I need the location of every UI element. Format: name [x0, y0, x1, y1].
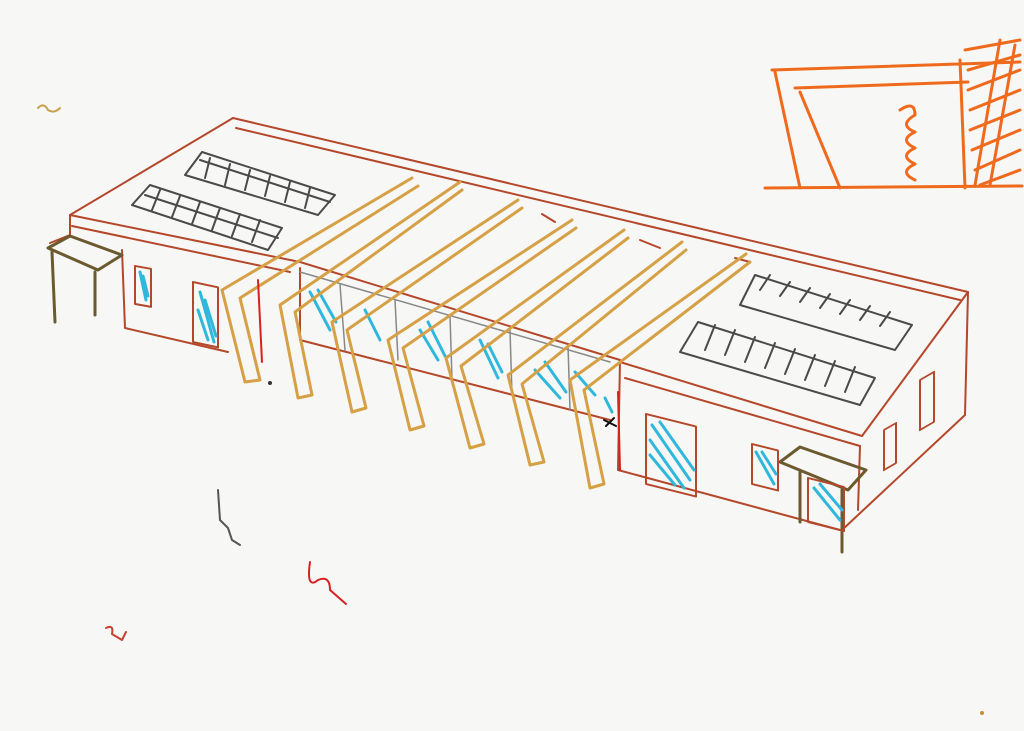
right-block-front-roof: [619, 361, 863, 447]
dot: [268, 381, 272, 385]
red-scribble: [308, 561, 347, 605]
window: [807, 476, 845, 533]
left-block-front-roof: [69, 214, 301, 273]
door: [645, 412, 697, 498]
scribbles: [37, 104, 984, 715]
window: [751, 442, 779, 492]
window: [192, 280, 219, 349]
beam: [386, 218, 578, 432]
side-window: [919, 370, 935, 432]
solar-panel-left-front: [131, 184, 283, 251]
dot: [980, 711, 984, 715]
elevation-outline: [763, 58, 1024, 190]
beam: [220, 176, 420, 384]
door-hatch: [648, 420, 696, 490]
windows: [134, 264, 935, 533]
window: [134, 264, 152, 308]
elevation-hatch: [963, 38, 1022, 187]
red-small-scribble: [105, 625, 127, 641]
solar-panels: [131, 151, 913, 406]
beam: [506, 240, 688, 467]
red-accents: [257, 279, 621, 605]
left-canopy: [46, 234, 124, 324]
grey-scribble: [217, 489, 241, 546]
right-canopy: [778, 445, 868, 554]
side-window: [883, 421, 897, 472]
roof-back-edge: [232, 117, 969, 301]
canopies: [46, 234, 868, 554]
window-hatch: [812, 482, 844, 522]
window-hatch: [196, 290, 218, 344]
spring-element: [898, 104, 917, 182]
beam: [568, 252, 752, 490]
window-hatch: [138, 270, 150, 302]
beam: [330, 198, 524, 414]
orange-elevation-sketch: [763, 38, 1024, 190]
solar-panel-left-back: [184, 151, 336, 216]
glazing-hatch: [308, 288, 614, 414]
beam: [278, 180, 464, 400]
solar-panel-right-front: [679, 321, 876, 406]
pergola-beams: [220, 176, 752, 490]
window-hatch: [754, 450, 778, 486]
right-block-side: [841, 291, 969, 531]
tan-scribble: [37, 104, 61, 113]
black-mark: [603, 417, 617, 427]
beam: [444, 228, 630, 450]
glazing-mullions: [299, 271, 611, 411]
solar-panel-right-back: [739, 274, 913, 351]
red-post: [257, 279, 621, 471]
